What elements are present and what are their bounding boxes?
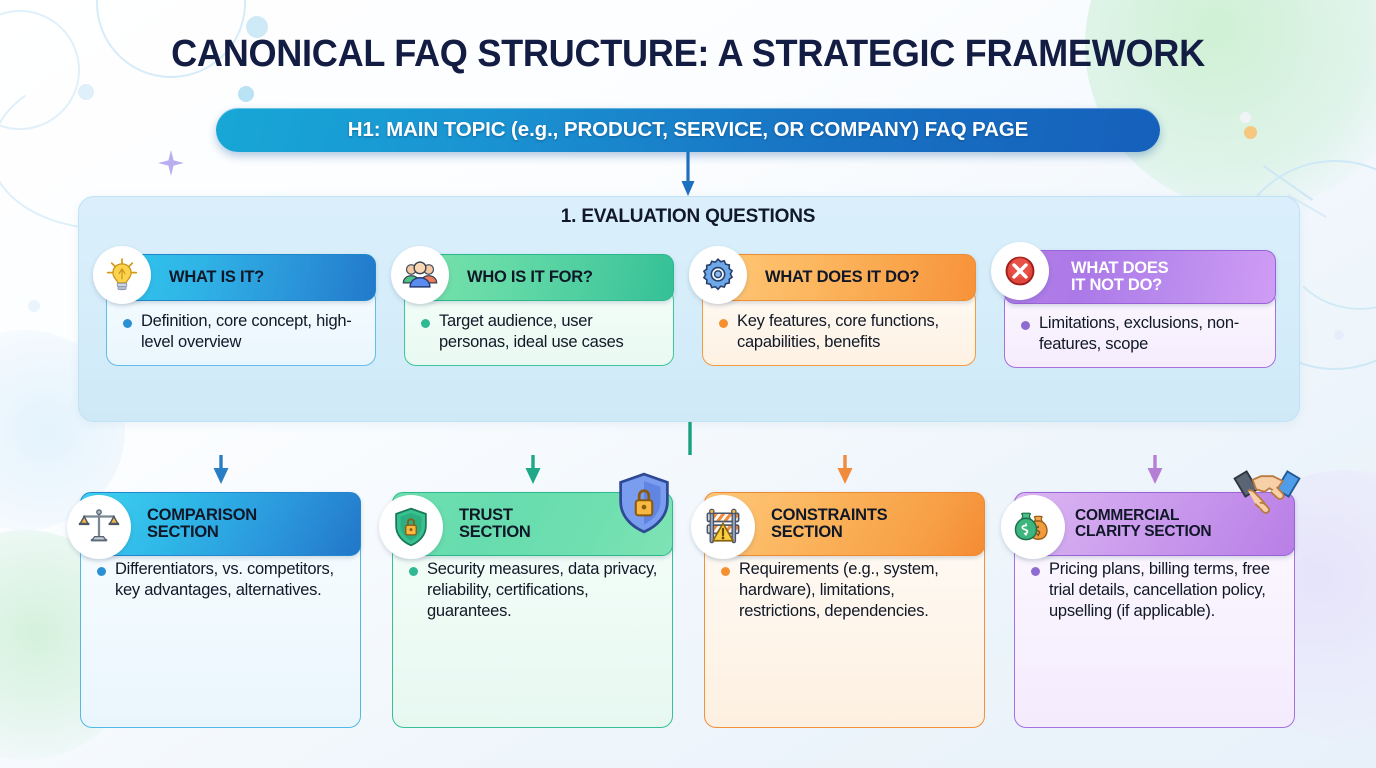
bullet-point (409, 567, 418, 576)
card-what-is-it[interactable]: Definition, core concept, high-level ove… (93, 246, 376, 404)
page-title: CANONICAL FAQ STRUCTURE: A STRATEGIC FRA… (171, 33, 1205, 75)
card-title: COMMERCIAL CLARITY SECTION (1075, 506, 1212, 540)
card-body: Target audience, user personas, ideal us… (404, 288, 674, 367)
evaluation-section-label: 1. EVALUATION QUESTIONS (560, 206, 816, 227)
card-body-text: Key features, core functions, capabiliti… (737, 312, 939, 352)
money-bags-icon (1001, 495, 1065, 559)
card-header: WHO IS IT FOR? (391, 246, 674, 304)
h1-banner[interactable]: H1: MAIN TOPIC (e.g., PRODUCT, SERVICE, … (216, 108, 1160, 152)
card-title: WHAT DOES IT NOT DO? (1071, 258, 1169, 294)
card-body: Security measures, data privacy, reliabi… (392, 536, 673, 728)
card-body-text: Limitations, exclusions, non-features, s… (1039, 314, 1240, 354)
card-body: Pricing plans, billing terms, free trial… (1014, 536, 1295, 728)
people-group-icon (391, 246, 449, 304)
card-who-is-it-for[interactable]: Target audience, user personas, ideal us… (391, 246, 674, 404)
card-title: WHO IS IT FOR? (467, 267, 593, 286)
card-header: COMMERCIAL CLARITY SECTION (1001, 492, 1295, 559)
red-x-circle-icon (991, 242, 1049, 300)
card-header: TRUST SECTION (379, 492, 673, 559)
card-body-text: Pricing plans, billing terms, free trial… (1049, 560, 1270, 621)
card-constraints-section[interactable]: Requirements (e.g., system, hardware), l… (691, 492, 985, 728)
road-barrier-warning-icon (691, 495, 755, 559)
card-title: COMPARISON SECTION (147, 505, 257, 541)
bullet-point (721, 567, 730, 576)
card-what-does-it-do[interactable]: Key features, core functions, capabiliti… (689, 246, 976, 404)
gear-icon (689, 246, 747, 304)
card-title: TRUST SECTION (459, 505, 531, 541)
card-header: WHAT IS IT? (93, 246, 376, 304)
bullet-point (97, 567, 106, 576)
bullet-point (421, 319, 430, 328)
card-title: WHAT IS IT? (169, 267, 265, 286)
card-body: Differentiators, vs. competitors, key ad… (80, 536, 361, 728)
card-header: WHAT DOES IT DO? (689, 246, 976, 304)
balance-scales-icon (67, 495, 131, 559)
card-body: Key features, core functions, capabiliti… (702, 288, 976, 367)
bullet-point (123, 319, 132, 328)
card-header: WHAT DOES IT NOT DO? (991, 242, 1276, 304)
card-what-does-it-not-do[interactable]: Limitations, exclusions, non-features, s… (991, 242, 1276, 404)
card-trust-section[interactable]: Security measures, data privacy, reliabi… (379, 472, 673, 728)
shield-lock-icon (379, 495, 443, 559)
h1-banner-label: H1: MAIN TOPIC (e.g., PRODUCT, SERVICE, … (347, 118, 1029, 141)
lightbulb-icon (93, 246, 151, 304)
card-header: CONSTRAINTS SECTION (691, 492, 985, 559)
card-body-text: Security measures, data privacy, reliabi… (427, 560, 658, 621)
card-header: COMPARISON SECTION (67, 492, 361, 559)
card-title: WHAT DOES IT DO? (765, 267, 920, 286)
bullet-point (1031, 567, 1040, 576)
bullet-point (719, 319, 728, 328)
card-body-text: Definition, core concept, high-level ove… (141, 312, 352, 352)
card-body-text: Differentiators, vs. competitors, key ad… (115, 560, 334, 600)
bullet-point (1021, 321, 1030, 330)
card-comparison-section[interactable]: Differentiators, vs. competitors, key ad… (67, 492, 361, 728)
card-title: CONSTRAINTS SECTION (771, 505, 888, 541)
card-body: Requirements (e.g., system, hardware), l… (704, 536, 985, 728)
card-commercial-clarity-section[interactable]: Pricing plans, billing terms, free trial… (1001, 470, 1301, 728)
card-body-text: Requirements (e.g., system, hardware), l… (739, 560, 939, 621)
card-body-text: Target audience, user personas, ideal us… (439, 312, 624, 352)
card-body: Definition, core concept, high-level ove… (106, 288, 376, 367)
